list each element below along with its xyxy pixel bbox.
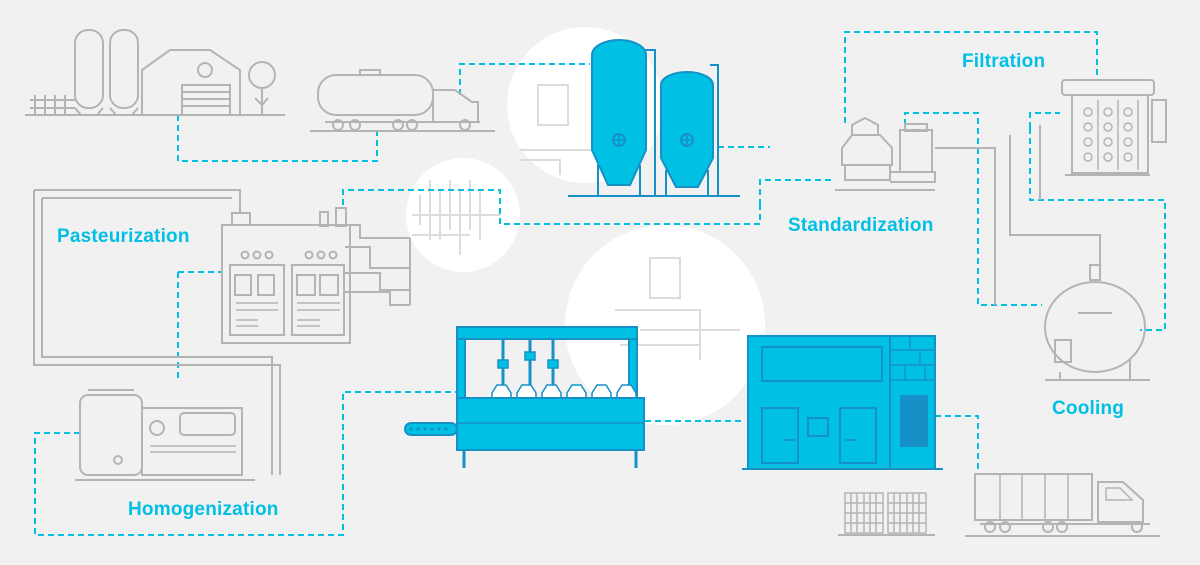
cooling-tank-icon	[1044, 264, 1150, 381]
stage-label-cooling: Cooling	[1052, 398, 1125, 419]
packaging-machine-icon	[742, 335, 943, 470]
milk-tanker-truck-icon	[310, 69, 495, 132]
flow-lines	[34, 31, 1166, 536]
farm-icon	[25, 29, 285, 116]
homogenizer-icon	[75, 389, 255, 481]
separator-machine-icon	[835, 116, 936, 191]
filter-unit-icon	[1061, 79, 1167, 176]
delivery-truck-icon	[965, 473, 1160, 537]
bottling-line-icon	[404, 326, 645, 468]
pasteurizer-icon	[221, 207, 351, 344]
background-pipework	[412, 84, 740, 360]
stage-label-standardization: Standardization	[788, 215, 934, 236]
crate-stack-icon	[838, 492, 935, 536]
gray-pipework	[33, 125, 1101, 475]
stage-label-filtration: Filtration	[962, 51, 1046, 72]
storage-silo-icon	[568, 39, 740, 197]
stage-label-pasteurization: Pasteurization	[57, 226, 190, 247]
background-circle	[565, 225, 765, 425]
stage-label-homogenization: Homogenization	[128, 499, 279, 520]
